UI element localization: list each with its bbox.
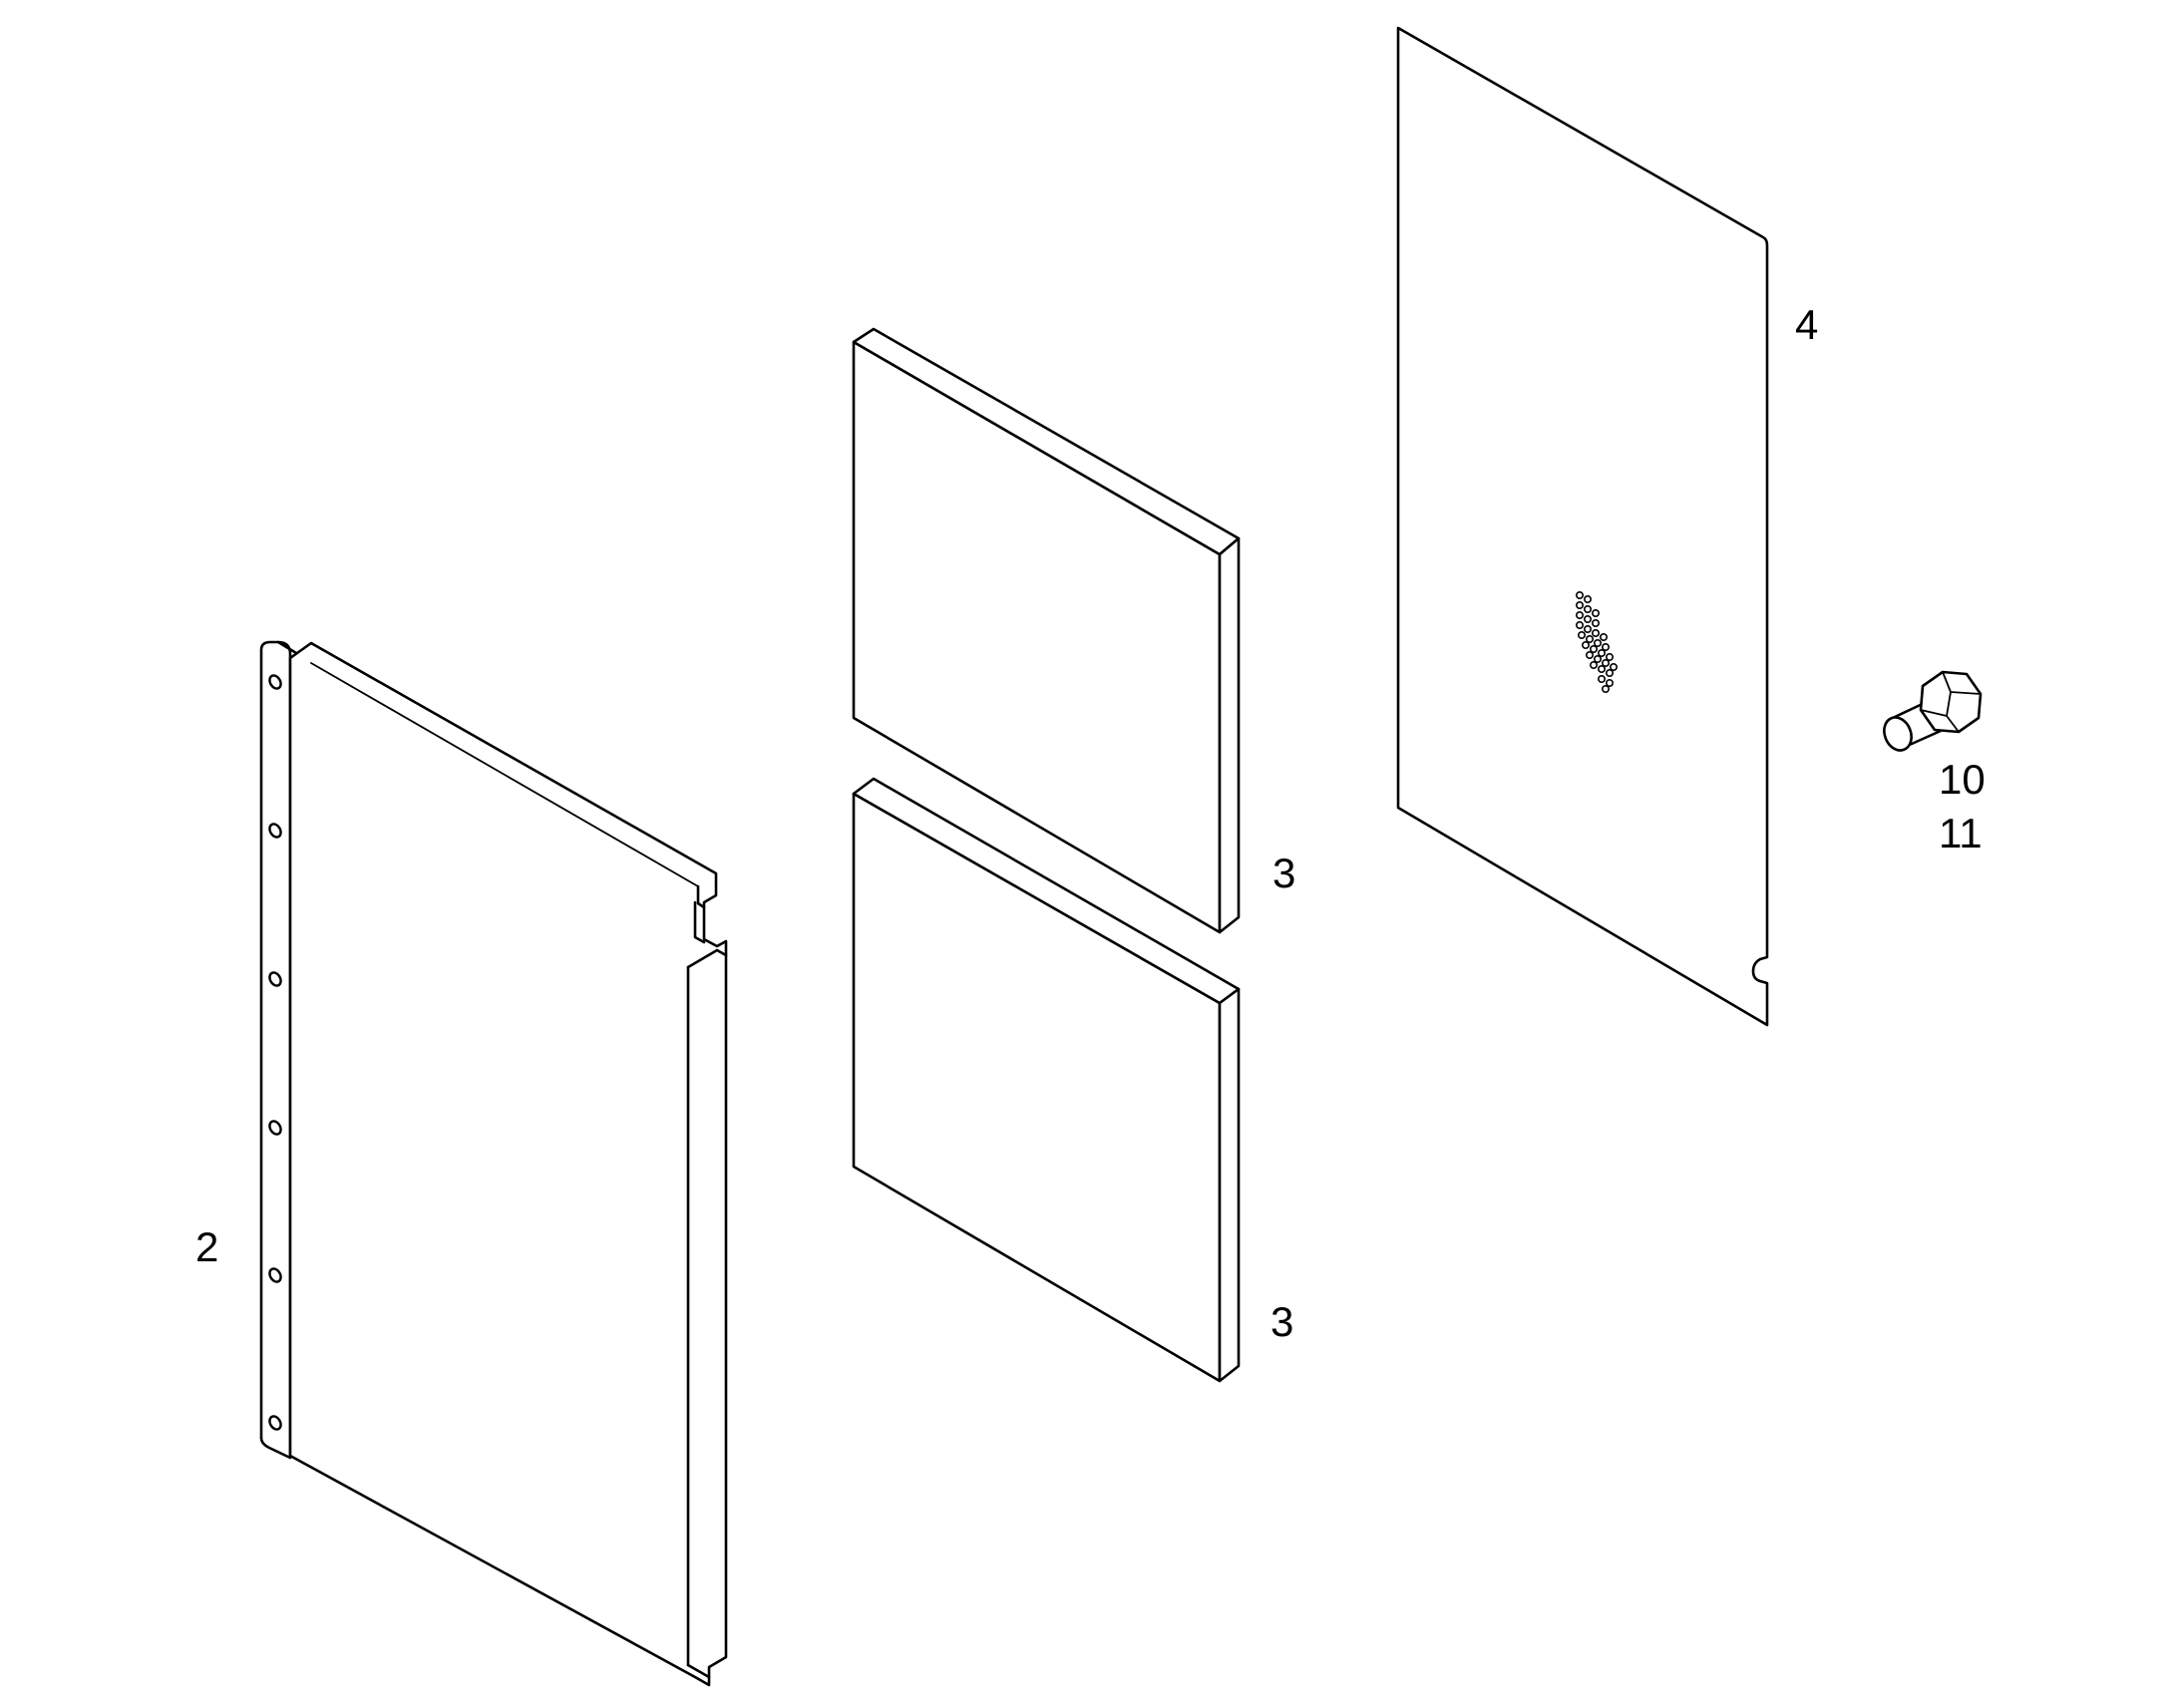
side-panel-right-fold-bottom — [686, 1663, 711, 1679]
pad-lower-side — [1218, 987, 1241, 1383]
bolt-head — [1919, 670, 1983, 734]
side-panel-face — [288, 641, 728, 1687]
pad-upper-side — [1218, 536, 1241, 934]
hex-bolt — [1883, 670, 1983, 752]
callout-part-4: 4 — [1795, 301, 1818, 348]
callout-part-3-lower: 3 — [1271, 1298, 1293, 1345]
side-panel-right-fold — [686, 948, 728, 969]
side-panel-notch — [693, 900, 706, 944]
cover-plate-sheet — [1396, 26, 1769, 1027]
side-panel-flange — [259, 640, 292, 1458]
side-panel — [259, 640, 728, 1687]
bolt-head-chamfer — [1920, 671, 1982, 733]
mounting-hole — [268, 971, 282, 987]
callout-part-3-upper: 3 — [1272, 850, 1295, 896]
mounting-hole — [268, 1267, 282, 1283]
mounting-hole — [268, 823, 282, 839]
insulation-pad-upper — [852, 327, 1241, 934]
perforated-area — [1576, 590, 1619, 693]
side-panel-bottom-edge — [259, 1436, 292, 1460]
mounting-hole — [268, 1120, 282, 1136]
mounting-hole — [268, 674, 282, 690]
cover-plate — [1396, 26, 1769, 1027]
callout-part-11: 11 — [1939, 810, 1983, 856]
bolt-shank-end — [1883, 716, 1913, 752]
mounting-hole — [268, 1415, 282, 1431]
insulation-pad-lower — [852, 777, 1241, 1383]
callout-part-2: 2 — [195, 1223, 218, 1270]
callout-part-10: 10 — [1939, 756, 1986, 803]
side-panel-top-bevel — [310, 662, 699, 887]
side-panel-top-lip — [696, 884, 706, 909]
